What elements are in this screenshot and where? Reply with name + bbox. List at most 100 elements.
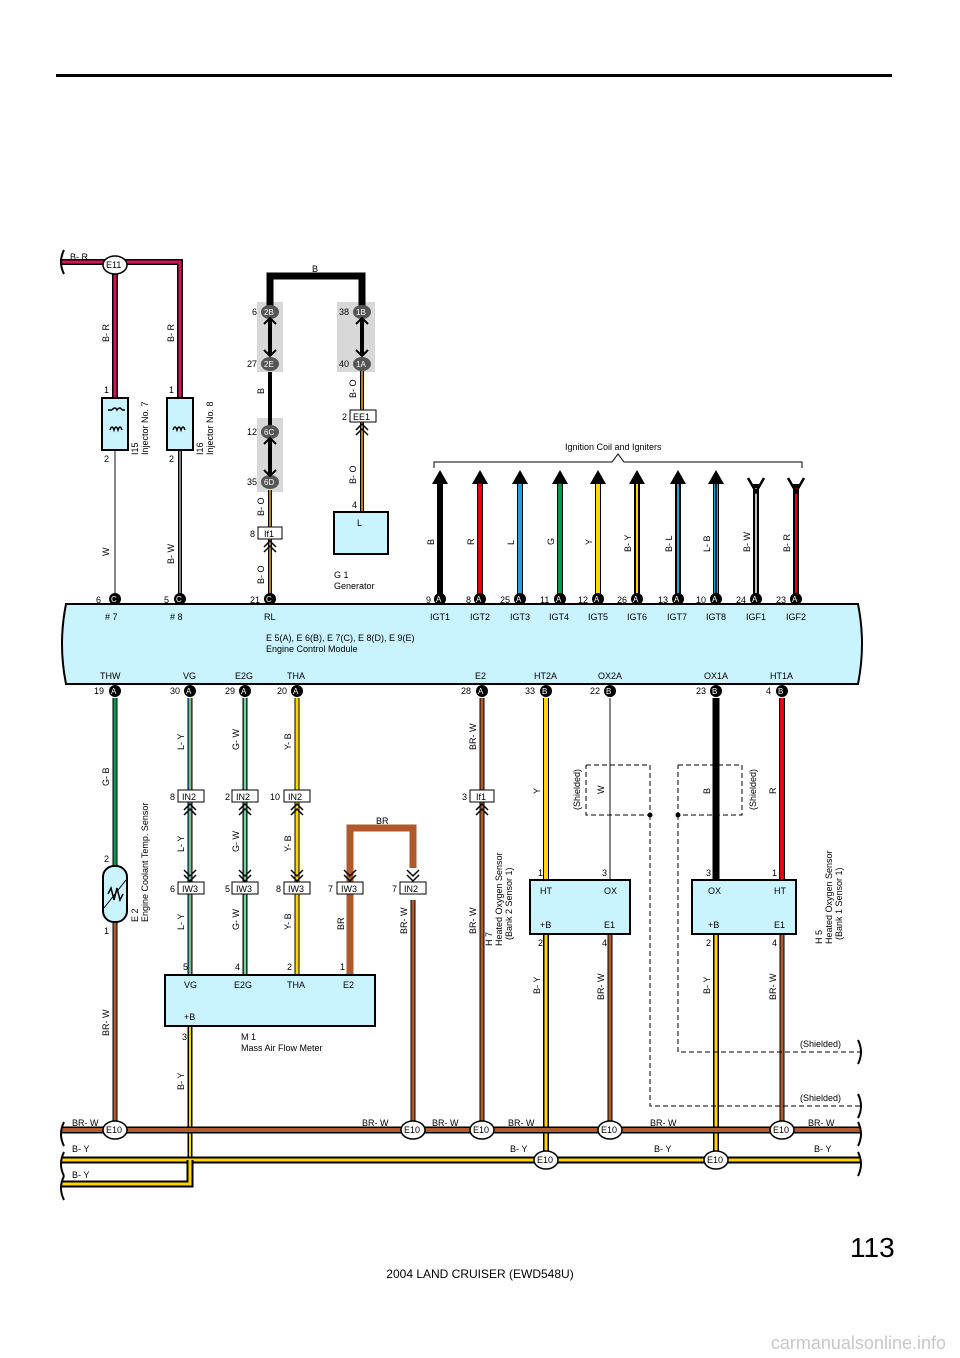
- svg-text:IN2: IN2: [182, 792, 196, 802]
- svg-text:A: A: [792, 595, 798, 604]
- ecm-pin-name: OX2A: [598, 671, 622, 681]
- svg-text:30: 30: [170, 686, 180, 696]
- wire-label: B: [312, 264, 318, 274]
- svg-text:3: 3: [182, 1032, 187, 1042]
- svg-text:4: 4: [766, 686, 771, 696]
- ecm-pin-name: IGT3: [510, 612, 530, 622]
- svg-text:IW3: IW3: [288, 884, 304, 894]
- wire-label: L- B: [702, 535, 712, 552]
- svg-text:2E: 2E: [264, 360, 274, 369]
- svg-text:B: B: [712, 687, 717, 696]
- svg-text:4: 4: [772, 938, 777, 948]
- o2-sensor-bank2: HT OX +B E1 1 3 2 4 H 7 Heated Oxygen Se…: [484, 852, 631, 948]
- svg-text:OX: OX: [604, 886, 617, 896]
- ect-sensor: 2 1 E 2 Engine Coolant Temp. Sensor: [102, 803, 150, 936]
- svg-text:E10: E10: [404, 1125, 420, 1135]
- splice-e10: E10: [703, 1150, 729, 1170]
- shield-label: (Shielded): [572, 769, 582, 810]
- svg-text:If1: If1: [476, 792, 486, 802]
- splice-e10: E10: [597, 1120, 623, 1140]
- wire-label: B: [256, 388, 266, 394]
- svg-text:23: 23: [696, 686, 706, 696]
- svg-text:A: A: [476, 595, 482, 604]
- wire-label: G- B: [101, 767, 111, 786]
- svg-text:THA: THA: [287, 980, 305, 990]
- ecm-pin-name: THA: [287, 671, 305, 681]
- svg-text:C: C: [176, 595, 182, 604]
- wire-label: BR: [336, 917, 346, 930]
- wire-b-loop: [266, 272, 366, 310]
- svg-text:A: A: [752, 595, 758, 604]
- svg-text:8: 8: [466, 595, 471, 605]
- wire-label: Y- B: [283, 733, 293, 750]
- svg-text:6: 6: [96, 595, 101, 605]
- ecm-pin-name: HT1A: [770, 671, 793, 681]
- svg-text:5: 5: [183, 962, 188, 972]
- svg-text:2: 2: [104, 854, 109, 864]
- svg-text:4: 4: [602, 938, 607, 948]
- svg-text:10: 10: [270, 792, 280, 802]
- svg-text:L: L: [357, 518, 362, 528]
- svg-text:B: B: [542, 687, 547, 696]
- svg-text:38: 38: [339, 307, 349, 317]
- svg-text:M 1: M 1: [241, 1032, 256, 1042]
- svg-text:E1: E1: [604, 920, 615, 930]
- ecm-label-1: E 5(A), E 6(B), E 7(C), E 8(D), E 9(E): [266, 633, 415, 643]
- wire-label: L- Y: [176, 836, 186, 852]
- svg-text:8: 8: [276, 884, 281, 894]
- wire-label: Y- B: [283, 913, 293, 930]
- ecm-bottom-pin: 23 B: [696, 685, 722, 697]
- svg-text:24: 24: [736, 595, 746, 605]
- svg-text:E2G: E2G: [234, 980, 252, 990]
- svg-text:Mass Air Flow Meter: Mass Air Flow Meter: [241, 1043, 323, 1053]
- ecm-pin-name: IGT1: [430, 612, 450, 622]
- splice-e10: E10: [102, 1120, 128, 1140]
- page-number: 113: [850, 1232, 895, 1263]
- svg-text:B: B: [606, 687, 611, 696]
- ecm-pin-name: IGT6: [627, 612, 647, 622]
- svg-text:12: 12: [247, 427, 257, 437]
- svg-text:2: 2: [706, 938, 711, 948]
- ignition-label: Ignition Coil and Igniters: [565, 442, 662, 452]
- wire-label: B- O: [348, 379, 358, 398]
- svg-text:7: 7: [328, 884, 333, 894]
- ecm-pin-name: IGT5: [588, 612, 608, 622]
- svg-text:Heated Oxygen Sensor: Heated Oxygen Sensor: [494, 852, 504, 946]
- svg-text:A: A: [293, 687, 299, 696]
- svg-text:C: C: [111, 595, 117, 604]
- wire-label: W: [596, 785, 606, 794]
- svg-text:(Bank 1 Sensor 1): (Bank 1 Sensor 1): [834, 867, 844, 940]
- svg-text:27: 27: [247, 359, 257, 369]
- svg-text:HT: HT: [774, 886, 786, 896]
- svg-text:A: A: [241, 687, 247, 696]
- svg-text:2: 2: [104, 454, 109, 464]
- connector-2e: 27 2E: [247, 357, 279, 371]
- svg-text:28: 28: [461, 686, 471, 696]
- svg-text:IN2: IN2: [288, 792, 302, 802]
- svg-text:9: 9: [426, 595, 431, 605]
- svg-text:EE1: EE1: [353, 412, 370, 422]
- wire-label: BR- W: [468, 907, 478, 934]
- svg-text:I15: I15: [130, 442, 140, 455]
- wire-label: B- O: [256, 565, 266, 584]
- svg-text:Injector No. 8: Injector No. 8: [205, 401, 215, 455]
- wire-label: BR- W: [468, 723, 478, 750]
- svg-text:4: 4: [235, 962, 240, 972]
- svg-text:23: 23: [776, 595, 786, 605]
- wire-label: L- Y: [176, 734, 186, 750]
- svg-text:IW3: IW3: [341, 884, 357, 894]
- svg-text:1: 1: [538, 868, 543, 878]
- svg-text:A: A: [594, 595, 600, 604]
